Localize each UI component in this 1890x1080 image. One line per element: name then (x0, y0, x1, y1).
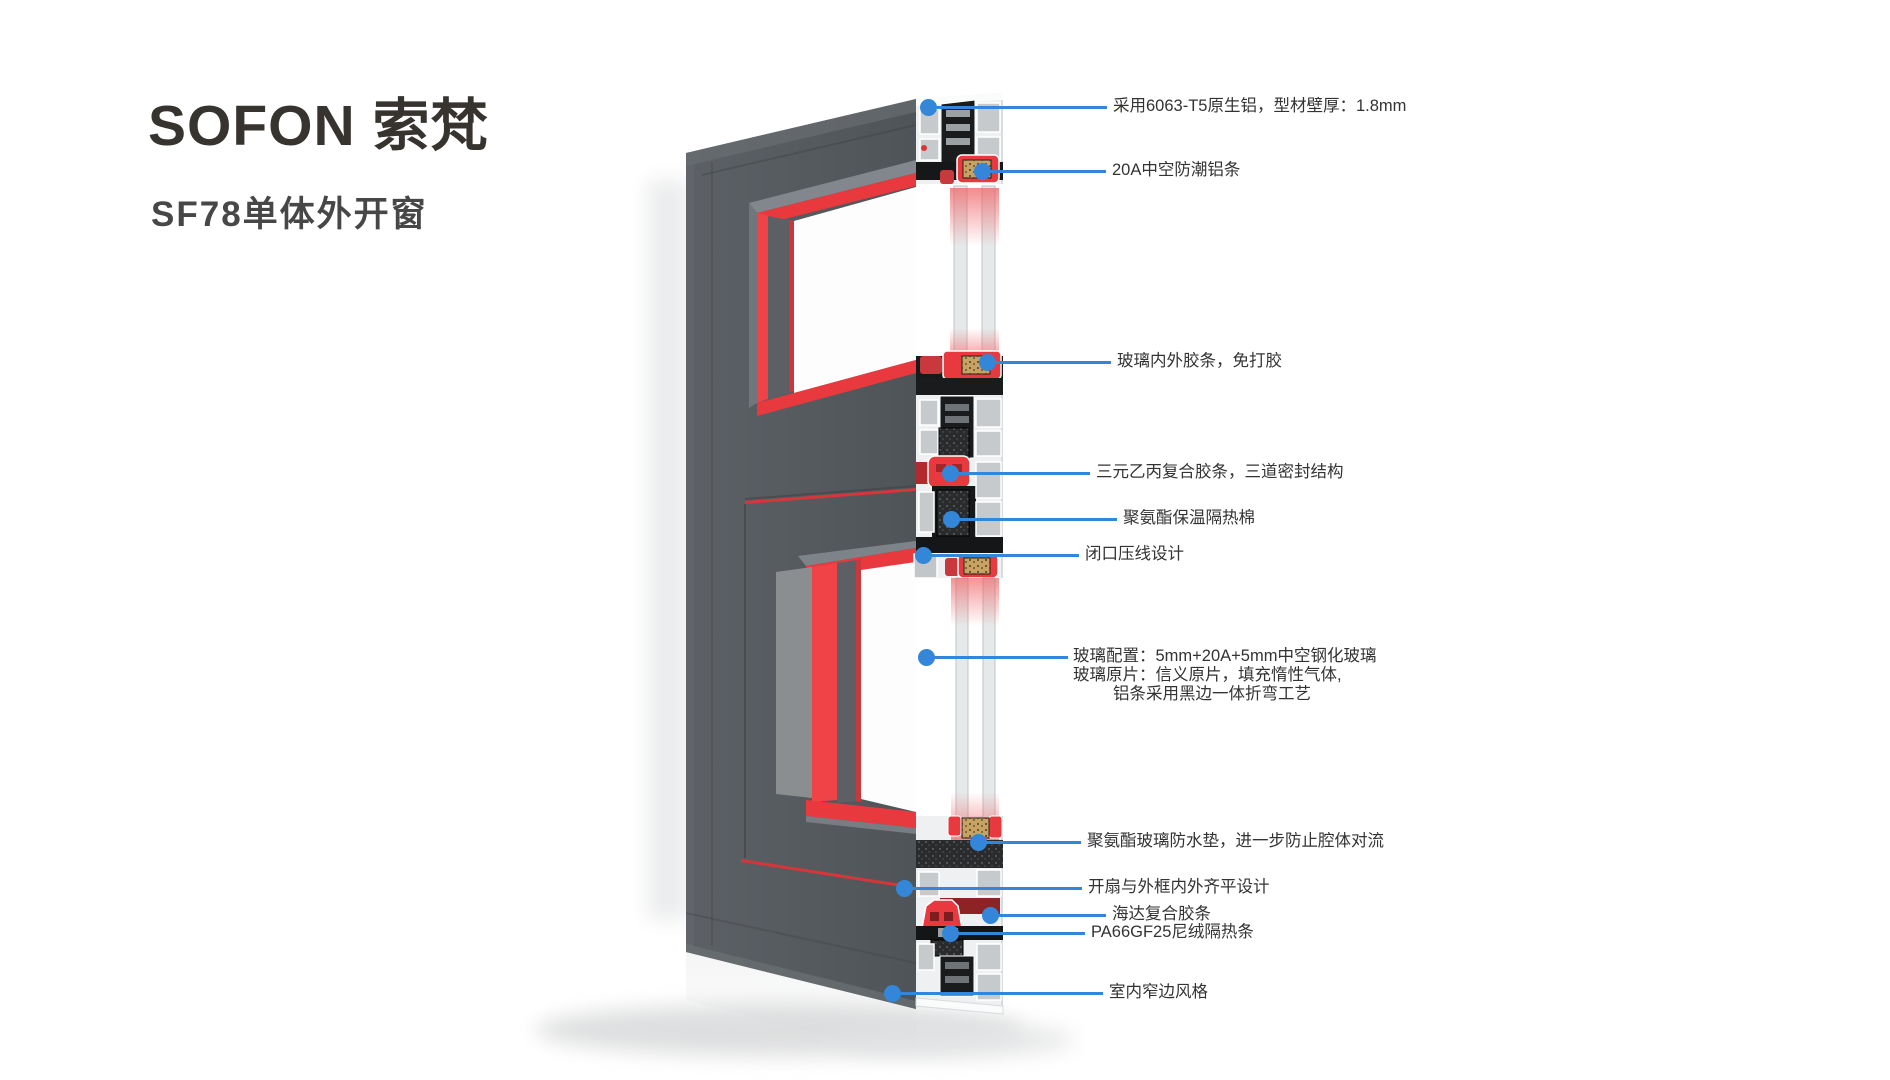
sash-seams (741, 485, 916, 888)
callout-label-line: 铝条采用黑边一体折弯工艺 (1113, 685, 1311, 703)
callout-line (978, 840, 1081, 844)
callout-line (928, 105, 1107, 109)
upper-gasket-top (757, 173, 916, 226)
upper-gasket-bottom (757, 360, 916, 416)
callout-line (923, 553, 1079, 557)
upper-jamb-reveal (749, 203, 757, 408)
callout-label: 室内窄边风格 (1109, 983, 1208, 1002)
callout-label: 玻璃内外胶条，免打胶 (1117, 352, 1282, 371)
lower-gasket-bottom (806, 800, 916, 828)
callout-label: 三元乙丙复合胶条，三道密封结构 (1096, 463, 1344, 482)
upper-glass-opening (749, 160, 916, 416)
callout-line (904, 886, 1082, 890)
callout-label: 海达复合胶条 (1112, 905, 1211, 924)
callout-label-line: 玻璃原片：信义原片，填充惰性气体, (1073, 666, 1342, 684)
upper-gasket-left (757, 213, 768, 403)
section-frame-head (916, 93, 1003, 170)
callout-line (950, 931, 1085, 935)
callout-label: 20A中空防潮铝条 (1112, 161, 1241, 180)
lower-glass-edge (837, 560, 856, 803)
callout-label: 聚氨酯保温隔热棉 (1123, 509, 1255, 528)
section-sash-profile (916, 378, 1003, 459)
lower-glass-opening (776, 541, 916, 834)
floor-shadow (535, 180, 1075, 1058)
callout-label: 闭口压线设计 (1085, 545, 1184, 564)
section-pu-foam (918, 461, 1002, 542)
callout-label: 采用6063-T5原生铝，型材壁厚：1.8mm (1113, 97, 1407, 116)
callout-line (950, 471, 1090, 475)
upper-gasket-inner (789, 220, 794, 393)
callout-line (892, 991, 1103, 995)
callout-line (982, 169, 1106, 173)
section-sill (915, 815, 1004, 1015)
callout-label: 聚氨酯玻璃防水垫，进一步防止腔体对流 (1087, 832, 1384, 851)
upper-soffit (749, 160, 916, 213)
upper-glass-pane (794, 187, 916, 393)
callout-label: PA66GF25尼绒隔热条 (1091, 923, 1254, 942)
lower-gasket-inner (856, 559, 861, 802)
lower-glass-pane (861, 562, 916, 812)
callout-label: 玻璃配置：5mm+20A+5mm中空钢化玻璃玻璃原片：信义原片，填充惰性气体,铝… (1073, 647, 1376, 704)
lower-soffit (798, 541, 916, 566)
callout-label: 开扇与外框内外齐平设计 (1088, 878, 1270, 897)
bottom-red-seam (741, 859, 908, 888)
cross-section (913, 93, 1004, 1016)
upper-glass-edge (768, 216, 789, 399)
callout-line (990, 913, 1106, 917)
callout-label-line: 玻璃配置：5mm+20A+5mm中空钢化玻璃 (1073, 647, 1377, 665)
brand-logo: SOFON 索梵 (148, 94, 489, 158)
section-upper-glass (916, 184, 1003, 359)
callout-line (926, 655, 1068, 659)
lower-gasket-left (812, 563, 837, 802)
callout-line (951, 517, 1117, 521)
page-title: SF78单体外开窗 (151, 195, 428, 234)
mid-red-seam (745, 488, 916, 504)
callout-line (987, 360, 1111, 364)
lower-sash-reveal (776, 567, 812, 798)
